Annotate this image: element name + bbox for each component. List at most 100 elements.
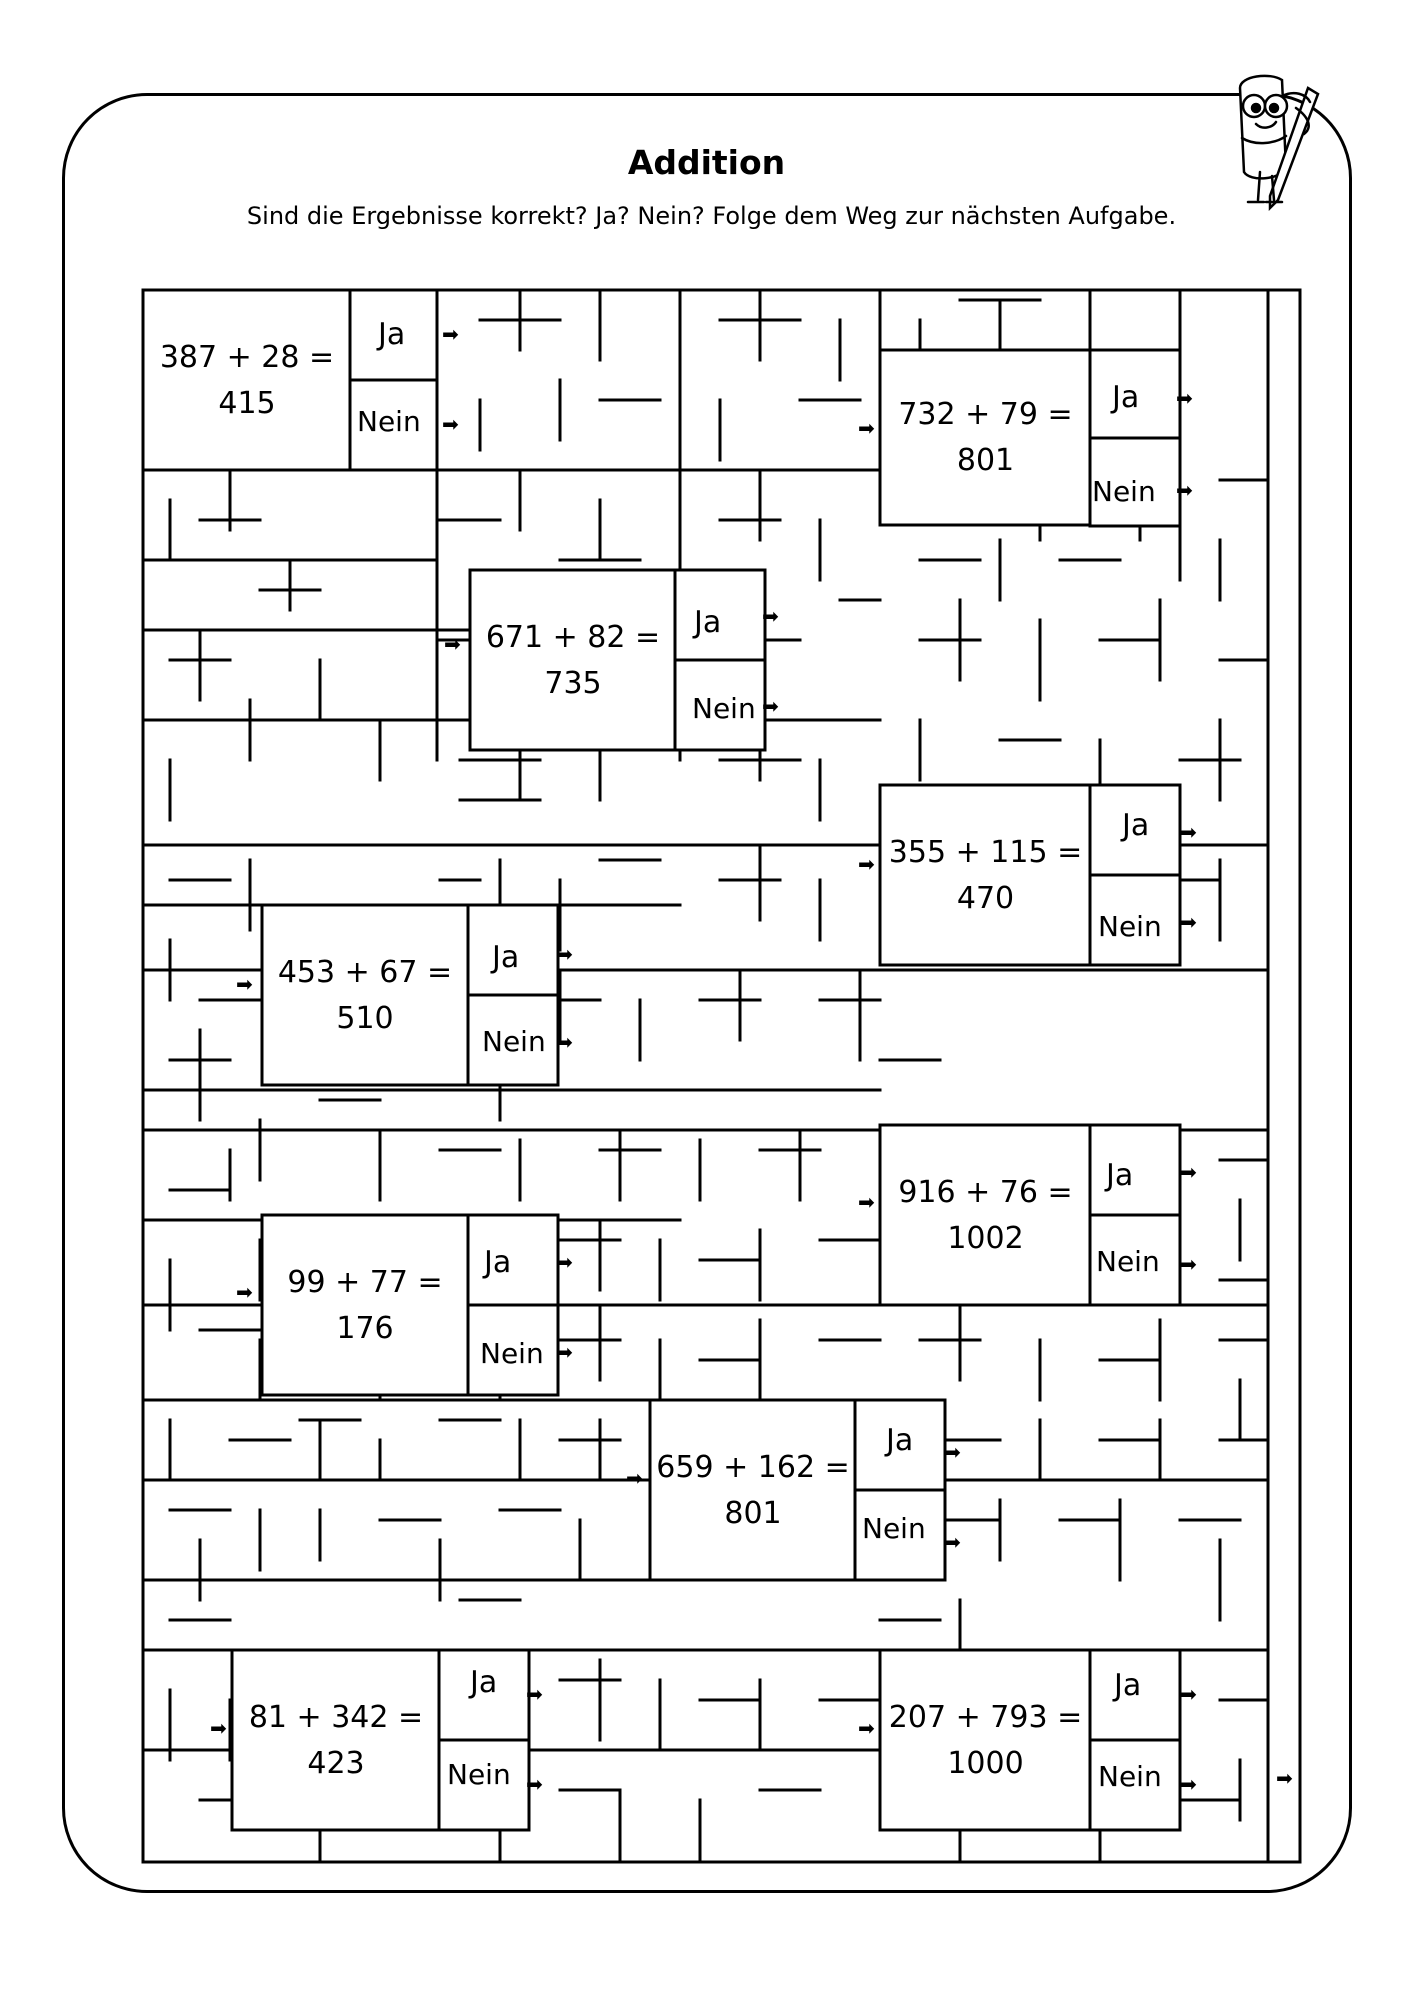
yes-option[interactable]: Ja — [1106, 1158, 1133, 1193]
no-label: Nein — [357, 405, 421, 438]
yes-label: Ja — [484, 1245, 512, 1280]
yes-option[interactable]: Ja — [694, 605, 721, 640]
task-equation: 207 + 793 = — [888, 1699, 1083, 1735]
arrow-right-icon: ➡ — [236, 1280, 253, 1304]
yes-label: Ja — [1112, 380, 1140, 415]
yes-option[interactable]: Ja — [1114, 1668, 1141, 1703]
yes-option[interactable]: Ja — [1112, 380, 1139, 415]
no-option[interactable]: Nein — [1092, 475, 1156, 508]
arrow-right-icon: ➡ — [858, 852, 875, 876]
arrow-right-icon: ➡ — [556, 942, 573, 966]
yes-option[interactable]: Ja — [492, 940, 519, 975]
instructions: Sind die Ergebnisse korrekt? Ja? Nein? F… — [0, 202, 1413, 230]
task-result: 510 — [336, 1000, 394, 1036]
task-result: 1000 — [947, 1745, 1024, 1781]
task-equation: 453 + 67 = — [277, 954, 453, 990]
arrow-right-icon: ➡ — [1180, 1252, 1197, 1276]
task-result: 423 — [307, 1745, 365, 1781]
no-option[interactable]: Nein — [1096, 1245, 1160, 1278]
yes-label: Ja — [1114, 1668, 1142, 1703]
yes-option[interactable]: Ja — [470, 1665, 497, 1700]
yes-label: Ja — [470, 1665, 498, 1700]
no-label: Nein — [1098, 910, 1162, 943]
task-equation: 916 + 76 = — [898, 1174, 1073, 1210]
task-result: 735 — [544, 665, 602, 701]
task-equation: 732 + 79 = — [898, 397, 1073, 432]
arrow-right-icon: ➡ — [626, 1466, 643, 1490]
task-equation: 99 + 77 = — [287, 1264, 443, 1300]
arrow-right-icon: ➡ — [1180, 1772, 1197, 1796]
no-label: Nein — [447, 1758, 511, 1791]
task-9: 81 + 342 = 423 — [235, 1653, 437, 1828]
yes-option[interactable]: Ja — [886, 1423, 913, 1458]
task-3: 671 + 82 = 735 — [473, 573, 673, 748]
no-label: Nein — [1096, 1245, 1160, 1278]
no-label: Nein — [482, 1025, 546, 1058]
no-option[interactable]: Nein — [1098, 910, 1162, 943]
no-option[interactable]: Nein — [1098, 1760, 1162, 1793]
arrow-right-icon: ➡ — [442, 412, 459, 436]
arrow-right-icon: ➡ — [1180, 1160, 1197, 1184]
arrow-right-icon: ➡ — [1180, 1682, 1197, 1706]
no-option[interactable]: Nein — [862, 1512, 926, 1545]
task-result: 415 — [218, 385, 276, 421]
arrow-right-icon: ➡ — [858, 1190, 875, 1214]
arrow-right-icon: ➡ — [944, 1530, 961, 1554]
yes-label: Ja — [1106, 1158, 1134, 1193]
instructions-text: Sind die Ergebnisse korrekt? Ja? Nein? F… — [246, 202, 1177, 230]
arrow-right-icon: ➡ — [444, 632, 461, 656]
task-5: 453 + 67 = 510 — [265, 908, 465, 1083]
yes-label: Ja — [886, 1423, 914, 1458]
yes-label: Ja — [1122, 808, 1150, 843]
yes-option[interactable]: Ja — [1122, 808, 1149, 843]
task-7: 99 + 77 = 176 — [265, 1218, 465, 1393]
pencil-eraser-mascot-icon — [1238, 74, 1320, 212]
arrow-right-icon: ➡ — [762, 694, 779, 718]
task-6: 916 + 76 = 1002 — [883, 1128, 1088, 1303]
arrow-right-icon: ➡ — [1176, 478, 1193, 502]
arrow-right-icon: ➡ — [556, 1030, 573, 1054]
no-option[interactable]: Nein — [447, 1758, 511, 1791]
arrow-right-icon: ➡ — [1176, 386, 1193, 410]
arrow-right-icon: ➡ — [1276, 1766, 1293, 1790]
arrow-right-icon: ➡ — [442, 322, 459, 346]
task-10: 207 + 793 = 1000 — [883, 1653, 1088, 1828]
no-label: Nein — [1092, 475, 1156, 508]
arrow-right-icon: ➡ — [556, 1250, 573, 1274]
task-equation: 81 + 342 = — [248, 1699, 424, 1735]
arrow-right-icon: ➡ — [526, 1682, 543, 1706]
no-option[interactable]: Nein — [692, 692, 756, 725]
no-label: Nein — [862, 1512, 926, 1545]
task-result: 801 — [956, 443, 1015, 478]
arrow-right-icon: ➡ — [556, 1340, 573, 1364]
no-option[interactable]: Nein — [482, 1025, 546, 1058]
task-equation: 659 + 162 = — [656, 1449, 850, 1485]
no-option[interactable]: Nein — [357, 405, 421, 438]
task-equation: 671 + 82 = — [485, 619, 661, 655]
arrow-right-icon: ➡ — [1180, 910, 1197, 934]
yes-option[interactable]: Ja — [378, 317, 405, 352]
yes-label: Ja — [378, 317, 406, 352]
arrow-right-icon: ➡ — [944, 1440, 961, 1464]
arrow-right-icon: ➡ — [858, 1716, 875, 1740]
arrow-right-icon: ➡ — [858, 416, 875, 440]
arrow-right-icon: ➡ — [762, 604, 779, 628]
task-2: 732 + 79 = 801 — [883, 353, 1088, 523]
task-result: 176 — [336, 1310, 394, 1346]
task-equation: 387 + 28 = — [159, 339, 335, 375]
task-result: 470 — [956, 880, 1015, 916]
yes-label: Ja — [694, 605, 722, 640]
arrow-right-icon: ➡ — [526, 1772, 543, 1796]
task-8: 659 + 162 = 801 — [653, 1403, 853, 1578]
page-title: Addition — [627, 143, 786, 182]
task-equation: 355 + 115 = — [888, 834, 1083, 870]
arrow-right-icon: ➡ — [1180, 820, 1197, 844]
arrow-right-icon: ➡ — [210, 1716, 227, 1740]
yes-option[interactable]: Ja — [484, 1245, 511, 1280]
no-label: Nein — [1098, 1760, 1162, 1793]
task-4: 355 + 115 = 470 — [883, 788, 1088, 963]
task-result: 801 — [724, 1495, 782, 1531]
no-option[interactable]: Nein — [480, 1337, 544, 1370]
task-result: 1002 — [947, 1220, 1024, 1256]
task-1: 387 + 28 = 415 — [146, 293, 348, 468]
